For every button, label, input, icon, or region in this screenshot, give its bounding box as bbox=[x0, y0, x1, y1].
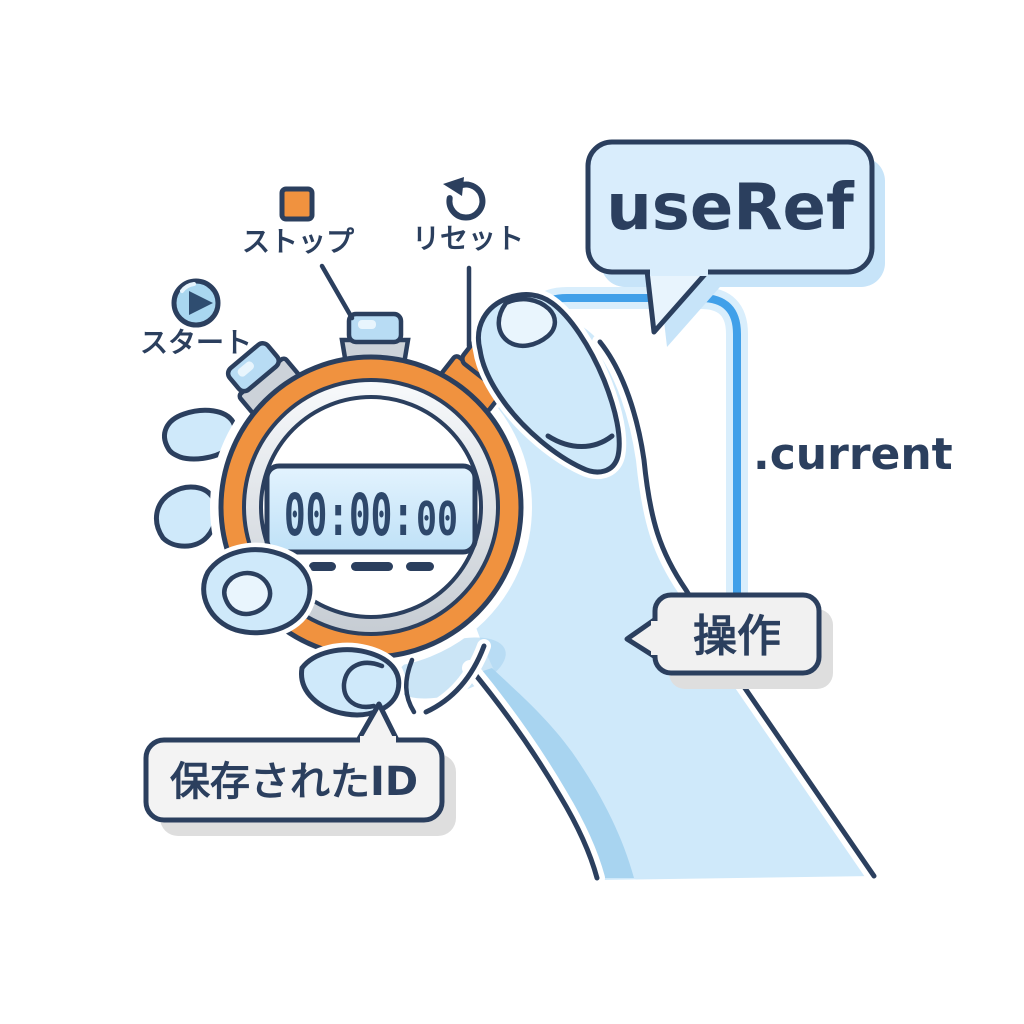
useref-bubble-body bbox=[585, 139, 875, 275]
crown-cap bbox=[346, 311, 404, 345]
right-thumb-nail bbox=[496, 296, 558, 349]
operation-bubble-joint-patch bbox=[651, 621, 659, 655]
start-label: スタート bbox=[140, 326, 252, 359]
useref-label: useRef bbox=[606, 171, 855, 245]
thumb-base-crease bbox=[545, 433, 615, 449]
reset-label: リセット bbox=[412, 222, 524, 255]
saved-id-bubble: 保存されたID bbox=[143, 701, 456, 836]
useref-bubble: useRef bbox=[585, 139, 885, 347]
useref-bubble-joint-patch bbox=[650, 268, 708, 276]
left-pusher-highlight bbox=[237, 361, 254, 377]
saved-id-label: 保存されたID bbox=[170, 759, 418, 805]
stop-leader-line bbox=[319, 263, 355, 321]
display-dashes bbox=[309, 562, 434, 571]
crown-highlight bbox=[358, 320, 376, 329]
display-panel bbox=[264, 463, 478, 555]
saved-id-bubble-joint-patch bbox=[360, 736, 396, 744]
finger-middle bbox=[153, 484, 219, 549]
palm-crease-1 bbox=[404, 657, 417, 715]
stop-icon bbox=[279, 186, 315, 222]
dash-2 bbox=[351, 562, 393, 571]
wrist-left-edge bbox=[467, 665, 600, 881]
leader-lines bbox=[319, 263, 472, 349]
play-icon-highlight bbox=[180, 282, 196, 293]
reset-arrow-head bbox=[443, 177, 464, 196]
stop-control: ストップ bbox=[242, 186, 355, 258]
right-thumb bbox=[471, 287, 627, 479]
left-hand-front-fingers bbox=[196, 542, 491, 722]
operation-label: 操作 bbox=[693, 611, 781, 662]
display-digits-small: 00 bbox=[416, 492, 458, 546]
operation-bubble: 操作 bbox=[624, 592, 833, 689]
stopwatch-display: 00:00: 00 bbox=[264, 463, 478, 571]
left-hand-back-fingers bbox=[153, 407, 239, 549]
saved-id-bubble-body bbox=[143, 737, 445, 823]
dash-1 bbox=[309, 562, 336, 571]
play-icon-triangle bbox=[189, 291, 213, 315]
left-thumb-nail bbox=[222, 570, 273, 617]
watch-palm-boundary bbox=[423, 643, 487, 715]
reset-arrow-icon bbox=[446, 181, 486, 221]
dash-3 bbox=[406, 562, 434, 571]
stop-label: ストップ bbox=[242, 225, 355, 258]
display-digits-main: 00:00: bbox=[284, 481, 414, 549]
lower-fingertip-nail bbox=[341, 660, 385, 710]
reset-control: リセット bbox=[412, 177, 524, 255]
start-control: スタート bbox=[140, 278, 252, 359]
current-label: .current bbox=[753, 429, 953, 480]
lower-fingertip bbox=[299, 647, 402, 718]
